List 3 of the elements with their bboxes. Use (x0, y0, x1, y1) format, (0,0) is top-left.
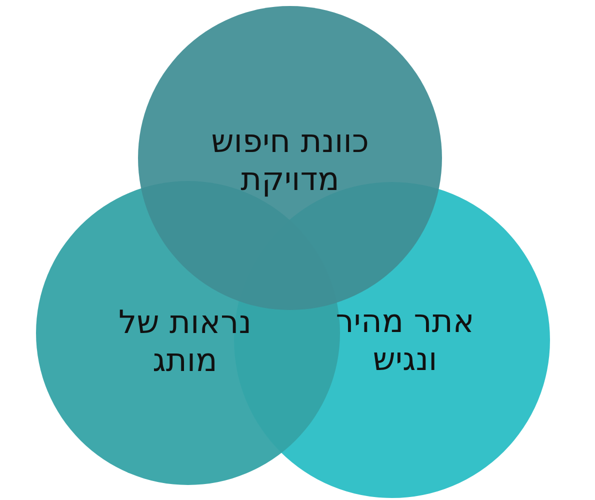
circle-label: נראות של מותג (117, 303, 253, 379)
circle-label: אתר מהיר ונגיש (334, 302, 476, 378)
circle-label: כוונת חיפוש מדויקת (210, 122, 370, 198)
